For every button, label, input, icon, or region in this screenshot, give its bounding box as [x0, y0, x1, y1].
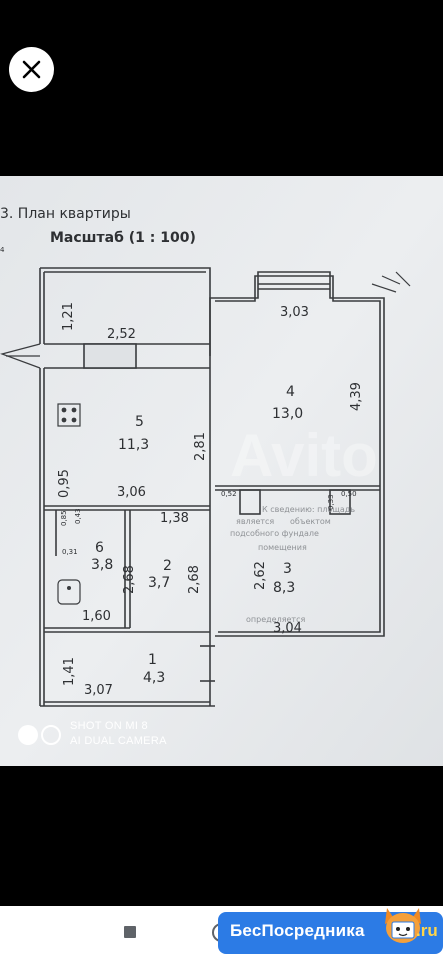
room4-area: 13,0 — [272, 406, 303, 422]
plan-scale: Масштаб (1 : 100) — [50, 230, 196, 246]
paper-background — [0, 176, 443, 766]
room2-area: 3,7 — [148, 575, 170, 591]
dim-room4-height: 4,39 — [349, 382, 364, 411]
room3-number: 3 — [283, 561, 292, 577]
dim-bath-width: 1,60 — [82, 609, 111, 624]
dim-033: 0,33 — [327, 494, 335, 510]
dim-room4-width: 3,03 — [280, 305, 309, 320]
close-icon — [22, 60, 41, 79]
room5-area: 11,3 — [118, 437, 149, 453]
plan-title: 3. План квартиры — [0, 206, 131, 222]
brand-suffix: .ru — [416, 921, 438, 940]
room1-number: 1 — [148, 652, 157, 668]
dim-room3-height: 2,62 — [253, 561, 268, 590]
dim-052: 0,52 — [221, 490, 237, 498]
dim-balcony-width: 2,52 — [107, 327, 136, 342]
room2-number: 2 — [163, 558, 172, 574]
room6-area: 3,8 — [91, 557, 113, 573]
stove-icon — [57, 403, 81, 427]
bathtub-icon — [57, 579, 81, 605]
watermark-dot-filled-icon — [18, 725, 38, 745]
plan-title-sub: 4 — [0, 246, 5, 254]
dim-room5-height: 2,81 — [193, 432, 208, 461]
faint-note-5: помещения — [258, 543, 307, 552]
faint-note-6: определяется — [246, 615, 305, 624]
faint-note-4: подсобного фундале — [230, 529, 319, 538]
dim-hall-width: 3,07 — [84, 683, 113, 698]
dim-bath-height: 2,68 — [122, 565, 137, 594]
dim-085: 0,85 — [60, 510, 68, 526]
balcony-arrows — [0, 271, 411, 369]
dim-kitchen-left: 0,95 — [57, 469, 72, 498]
camera-watermark: SHOT ON MI 8 AI DUAL CAMERA — [18, 720, 218, 750]
dim-corridor-width: 1,38 — [160, 511, 189, 526]
room4-number: 4 — [286, 384, 295, 400]
faint-note-3: объектом — [290, 517, 331, 526]
watermark-line-2: AI DUAL CAMERA — [70, 735, 167, 747]
floor-plan-photo: 3. План квартиры 4 Масштаб (1 : 100) — [0, 176, 443, 766]
watermark-dot-hollow-icon — [41, 725, 61, 745]
avito-watermark: Avito — [230, 422, 378, 489]
fox-mascot-icon — [385, 908, 421, 943]
dim-corridor-height: 2,68 — [187, 565, 202, 594]
room3-area: 8,3 — [273, 580, 295, 596]
brand-name: БесПосредника — [230, 921, 365, 940]
dim-room3-width: 3,04 — [273, 621, 302, 636]
faint-note-2: является — [236, 517, 274, 526]
dim-031: 0,31 — [62, 548, 78, 556]
room1-area: 4,3 — [143, 670, 165, 686]
room5-number: 5 — [135, 414, 144, 430]
dim-043: 0,43 — [74, 508, 82, 524]
dim-050: 0,50 — [341, 490, 357, 498]
close-button[interactable] — [9, 47, 54, 92]
faint-note-1: К сведению: площадь — [262, 505, 355, 514]
dim-kitchen-width: 3,06 — [117, 485, 146, 500]
watermark-line-1: SHOT ON MI 8 — [70, 720, 148, 732]
dim-hall-height: 1,41 — [62, 657, 77, 686]
dim-balcony-height: 1,21 — [61, 302, 76, 331]
walls — [39, 267, 385, 707]
brand-banner[interactable]: БесПосредника .ru — [218, 908, 443, 960]
square-recents-icon[interactable] — [124, 926, 136, 938]
room6-number: 6 — [95, 540, 104, 556]
